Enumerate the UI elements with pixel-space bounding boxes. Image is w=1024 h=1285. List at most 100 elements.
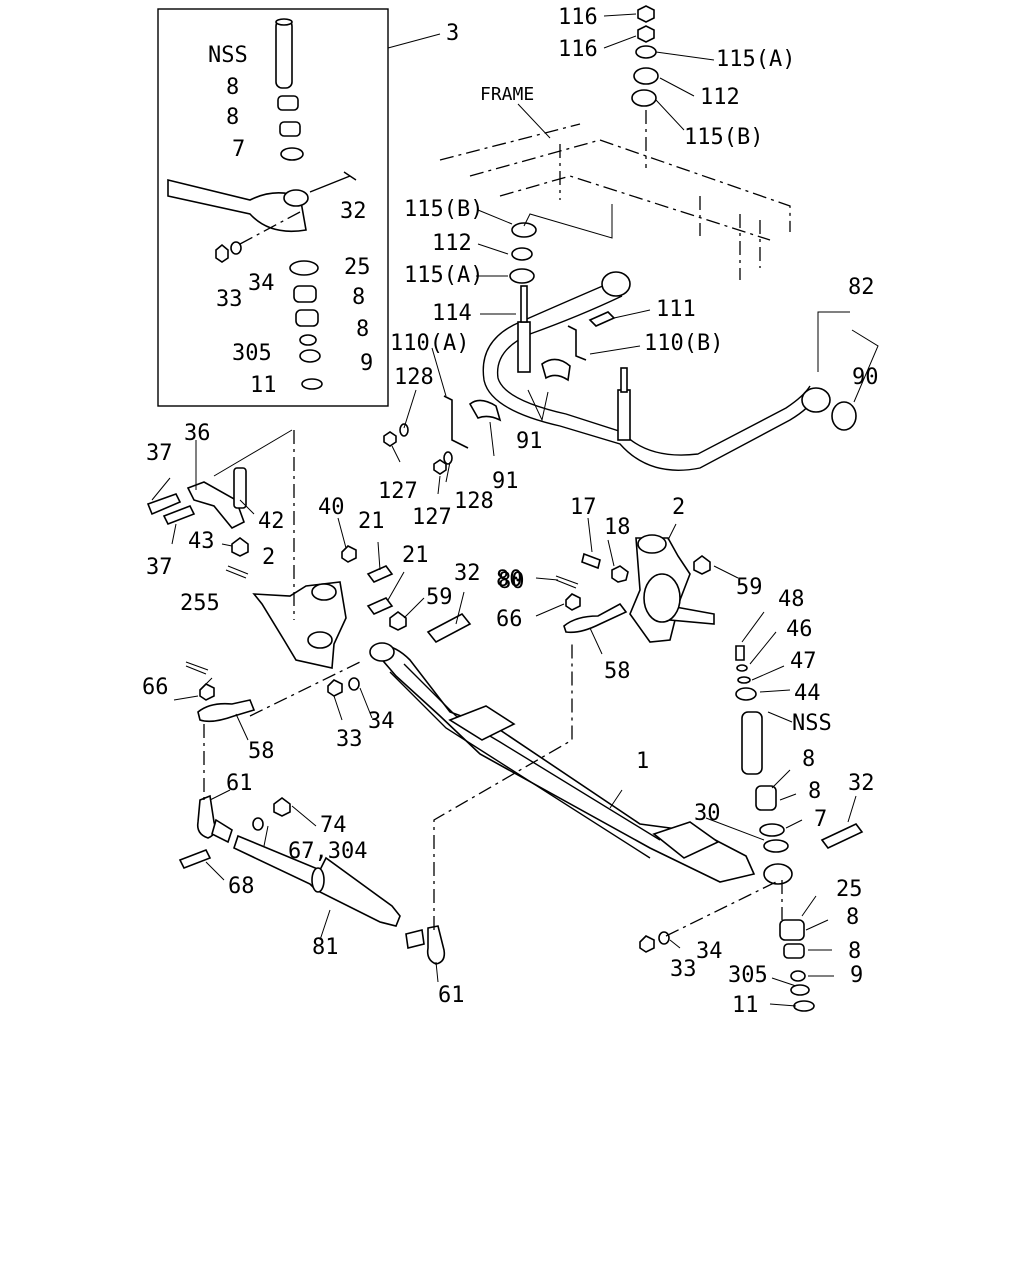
callout-label: 33	[670, 957, 697, 982]
callout-label: 2	[262, 545, 275, 570]
right-axle-dash	[665, 879, 783, 937]
inset-bushing-2	[279, 121, 301, 137]
cap-44	[735, 687, 757, 701]
washer-115a-upper	[635, 45, 657, 59]
callout-label: 33	[336, 727, 363, 752]
bolt-37-lower	[162, 504, 196, 526]
callout-label: 18	[604, 515, 631, 540]
inset-nut-33	[215, 243, 229, 263]
callout-label: 80	[498, 569, 525, 594]
stabilizer-eye-front	[601, 271, 631, 297]
frame-label: FRAME	[480, 84, 534, 105]
clamp-91-right	[541, 358, 571, 382]
inset-dash	[239, 211, 301, 245]
callout-label: 37	[146, 441, 173, 466]
callout-label: 112	[700, 85, 740, 110]
callout-label: 21	[358, 509, 385, 534]
callout-label: 80	[496, 567, 523, 592]
callout-label: 32	[848, 771, 875, 796]
callout-label: 8	[848, 939, 861, 964]
pin-21-lower	[366, 597, 394, 615]
washer-46	[736, 664, 748, 672]
callout-label: 82	[848, 275, 875, 300]
callout-label: 74	[320, 813, 347, 838]
clamp-tie-rod-right	[405, 929, 425, 949]
frame-and-stabilizer-group	[383, 5, 857, 475]
callout-label: 47	[790, 649, 817, 674]
washer-128-left	[399, 423, 409, 437]
right-knuckle-group	[555, 534, 864, 1012]
bolt-32-right	[820, 822, 864, 850]
washer-305-right	[790, 984, 810, 996]
inset-kingpin-group: 3	[157, 8, 459, 407]
callout-label: 34	[368, 709, 395, 734]
steering-arm-36	[186, 481, 245, 530]
callout-label: 81	[312, 935, 339, 960]
callout-label: 255	[180, 591, 220, 616]
bolt-37-upper	[146, 493, 182, 516]
cotter-255	[225, 565, 249, 579]
seal-7-right	[759, 823, 785, 837]
inset-washer-9	[299, 334, 317, 346]
inset-thrust-bearing	[289, 260, 319, 276]
nut-33-left	[327, 679, 343, 697]
callout-label: NSS	[792, 711, 832, 736]
inset-callout-label: 8	[226, 75, 239, 100]
inset-callout-label: 8	[352, 285, 365, 310]
washer-128-right	[443, 451, 453, 465]
washer-115b-upper	[631, 89, 657, 107]
bracket-110b	[567, 325, 587, 361]
callout-label: 8	[846, 905, 859, 930]
callout-label: 58	[248, 739, 275, 764]
link-right	[617, 389, 631, 441]
bolt-111	[588, 311, 616, 327]
callout-label: 17	[570, 495, 597, 520]
callout-label: 11	[732, 993, 759, 1018]
inset-bushing-4	[295, 309, 319, 327]
frame-outline	[439, 123, 791, 280]
axle-pad-right	[652, 821, 720, 859]
nut-43	[231, 537, 249, 557]
inset-callout-label: 8	[356, 317, 369, 342]
callout-label: 36	[184, 421, 211, 446]
callout-label: 66	[142, 675, 169, 700]
callout-label: 91	[492, 469, 519, 494]
inset-king-pin-top	[275, 18, 293, 26]
callout-label: 1	[636, 749, 649, 774]
washer-34-right	[658, 931, 670, 945]
nut-116-second	[637, 25, 655, 43]
shim-30	[763, 839, 789, 853]
left-knuckle-group	[146, 430, 472, 723]
callout-label: 111	[656, 297, 696, 322]
callout-label: 44	[794, 681, 821, 706]
bolt-17	[581, 552, 601, 570]
knuckle-right-hub	[643, 573, 681, 623]
inset-callout-label: 305	[232, 341, 272, 366]
link-lower-leader	[523, 204, 613, 239]
inset-callout-label: 7	[232, 137, 245, 162]
callout-label: 112	[432, 231, 472, 256]
washer-47	[737, 676, 751, 684]
knuckle-left-eye-top	[311, 583, 337, 601]
callout-label: 8	[802, 747, 815, 772]
callout-label: 8	[808, 779, 821, 804]
inset-washer-305	[299, 349, 321, 363]
inset-callout-label: 9	[360, 351, 373, 376]
inset-ref-label: 3	[446, 21, 459, 46]
inset-callout-label: 11	[250, 373, 277, 398]
bushing-8-right-lower	[783, 943, 805, 959]
ring-11-right	[793, 1000, 815, 1012]
callout-label: 116	[558, 5, 598, 30]
tie-rod-joint	[311, 867, 325, 893]
bracket-110a	[443, 395, 469, 449]
inset-bushing-3	[293, 285, 317, 303]
inset-ring-11	[301, 378, 323, 390]
callout-label: 128	[394, 365, 434, 390]
nut-127-left	[383, 431, 397, 447]
callout-label: 90	[852, 365, 879, 390]
inset-callout-label: 25	[344, 255, 371, 280]
knuckle-right-eye	[637, 534, 667, 554]
nut-33-right	[639, 935, 655, 953]
axle-pad-left	[448, 705, 516, 741]
